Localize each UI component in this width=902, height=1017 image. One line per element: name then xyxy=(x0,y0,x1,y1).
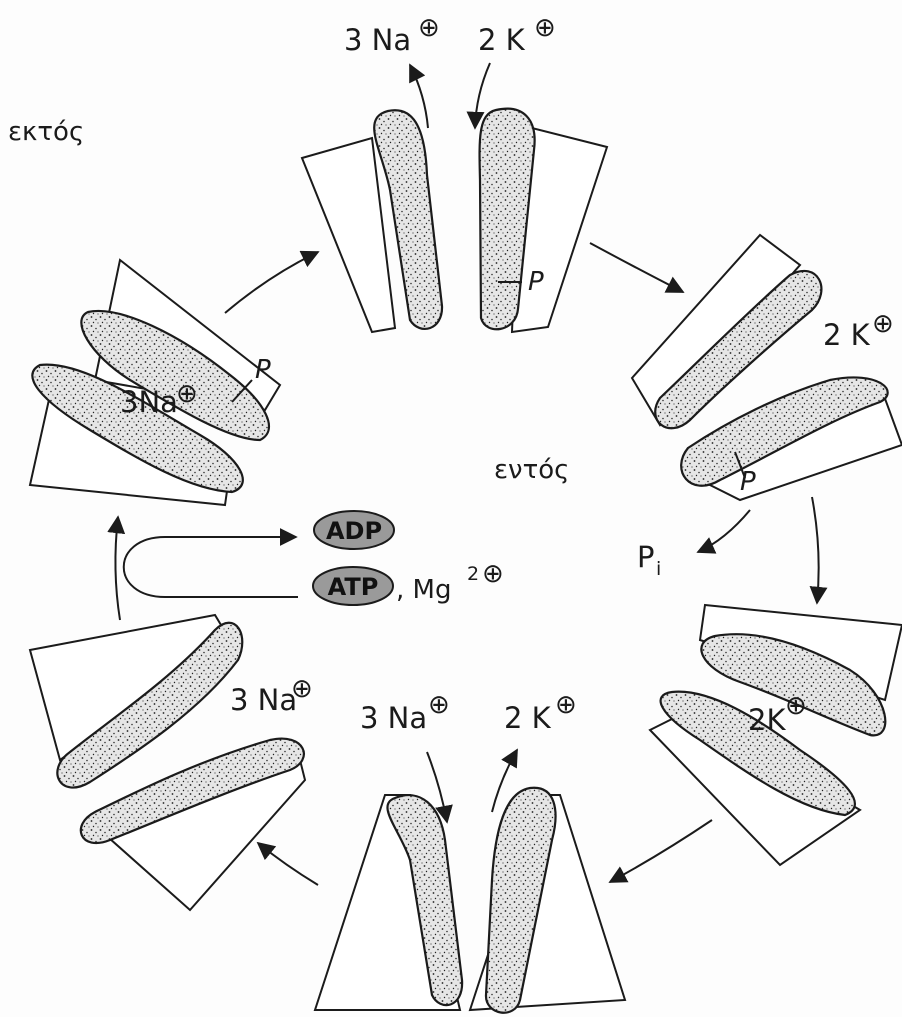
k-label-bottom: 2 K xyxy=(504,701,552,735)
atp-label: ATP xyxy=(328,573,379,601)
phosphate-label-left: P xyxy=(255,355,271,385)
atp-adp-conversion: ADP ATP , Mg 2 ⊕ xyxy=(124,511,504,605)
k-label-right-upper: 2 K xyxy=(823,318,871,352)
arrow-top-to-right-upper xyxy=(590,243,683,292)
state-right-upper: P xyxy=(632,235,902,500)
pi-label: P xyxy=(637,540,655,574)
mg-charge-plus: ⊕ xyxy=(482,559,504,589)
arrow-left-lower-to-left-upper xyxy=(115,517,120,620)
mg-label: , Mg xyxy=(396,575,451,605)
state-bottom xyxy=(315,788,625,1013)
phosphate-label-top: P xyxy=(528,267,544,297)
state-top: P xyxy=(302,109,607,332)
na-plus-left-upper: ⊕ xyxy=(176,379,198,409)
state-left-lower xyxy=(30,615,305,910)
k-label-right-lower: 2K xyxy=(748,703,786,737)
na-plus-top: ⊕ xyxy=(418,13,440,43)
adp-label: ADP xyxy=(326,517,382,545)
na-label-left-lower: 3 Na xyxy=(230,683,297,717)
inside-label: εντός xyxy=(494,455,569,485)
phosphate-label-right: P xyxy=(740,467,756,497)
arrow-left-upper-to-top xyxy=(225,252,318,313)
na-label-bottom: 3 Na xyxy=(360,701,427,735)
membrane-block-top-left xyxy=(302,138,395,332)
k-plus-bottom: ⊕ xyxy=(555,690,577,720)
mg-charge-exp: 2 xyxy=(467,563,479,585)
na-plus-left-lower: ⊕ xyxy=(291,674,313,704)
outside-label: εκτός xyxy=(8,117,84,147)
na-label-left-upper: 3Na xyxy=(120,385,178,419)
state-left-upper: P xyxy=(30,260,280,505)
na-plus-bottom: ⊕ xyxy=(428,690,450,720)
arrow-right-upper-to-right-lower xyxy=(812,497,819,603)
pi-subscript: i xyxy=(656,558,661,580)
k-plus-right-lower: ⊕ xyxy=(785,691,807,721)
k-plus-top: ⊕ xyxy=(534,13,556,43)
na-label-top: 3 Na xyxy=(344,23,411,57)
k-plus-right-upper: ⊕ xyxy=(872,309,894,339)
k-label-top: 2 K xyxy=(478,23,526,57)
atp-adp-loop xyxy=(124,537,298,597)
arrow-right-lower-to-bottom xyxy=(610,820,712,882)
arrow-bottom-to-left-lower xyxy=(258,843,318,885)
arrow-pi-release xyxy=(698,510,750,552)
